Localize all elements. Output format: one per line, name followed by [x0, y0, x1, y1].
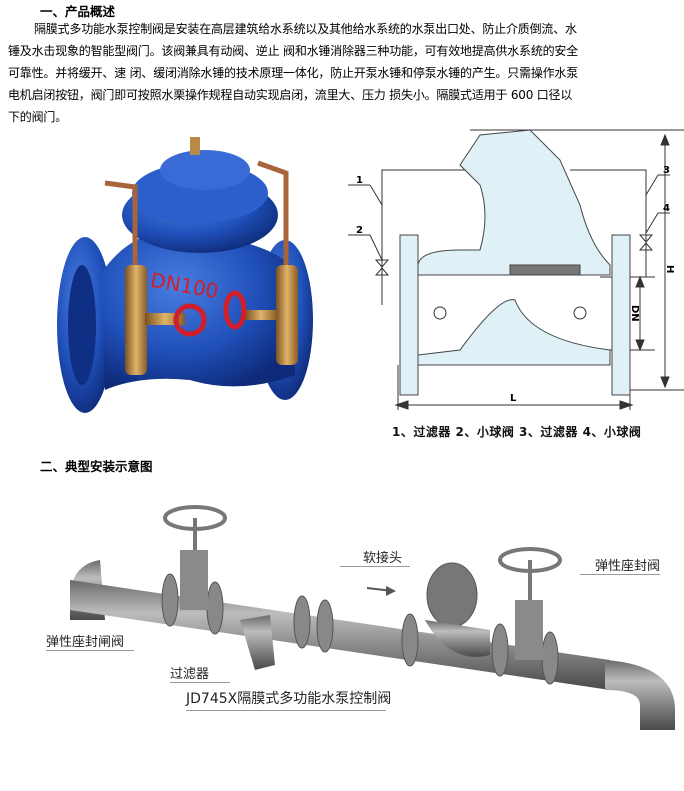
section2-heading: 二、典型安装示意图: [40, 459, 153, 474]
marker-3: 3: [663, 165, 670, 176]
label-control-valve: JD745X隔膜式多功能水泵控制阀: [186, 691, 392, 707]
label-right-gate-valve: 弹性座封阀: [595, 559, 661, 574]
dim-h: H: [664, 265, 675, 273]
installation-illustration: 弹性座封闸阀 过滤器 软接头 弹性座封阀 JD745X隔膜式多功能水泵控制阀: [40, 490, 680, 750]
valve-section-diagram: 1 2 3 4 H DN L: [330, 125, 684, 415]
section1-heading: 一、产品概述: [40, 4, 116, 19]
label-strainer: 过滤器: [170, 667, 210, 682]
leader-line: [170, 682, 230, 683]
marker-4: 4: [663, 203, 670, 214]
leader-line: [580, 574, 660, 575]
leader-line: [340, 566, 410, 567]
label-left-gate-valve: 弹性座封闸阀: [46, 635, 125, 650]
label-flex-joint: 软接头: [363, 551, 403, 566]
dim-l: L: [510, 393, 517, 404]
marker-2: 2: [356, 225, 363, 236]
dim-dn: DN: [629, 305, 640, 322]
valve-product-photo: DN100: [40, 125, 330, 425]
product-overview-paragraph: 隔膜式多功能水泵控制阀是安装在高层建筑给水系统以及其他给水系统的水泵出口处、防止…: [8, 22, 579, 124]
marker-1: 1: [356, 175, 363, 186]
leader-line: [46, 650, 134, 651]
diagram-caption: 1、过滤器 2、小球阀 3、过滤器 4、小球阀: [392, 425, 642, 439]
leader-line: [186, 710, 386, 711]
